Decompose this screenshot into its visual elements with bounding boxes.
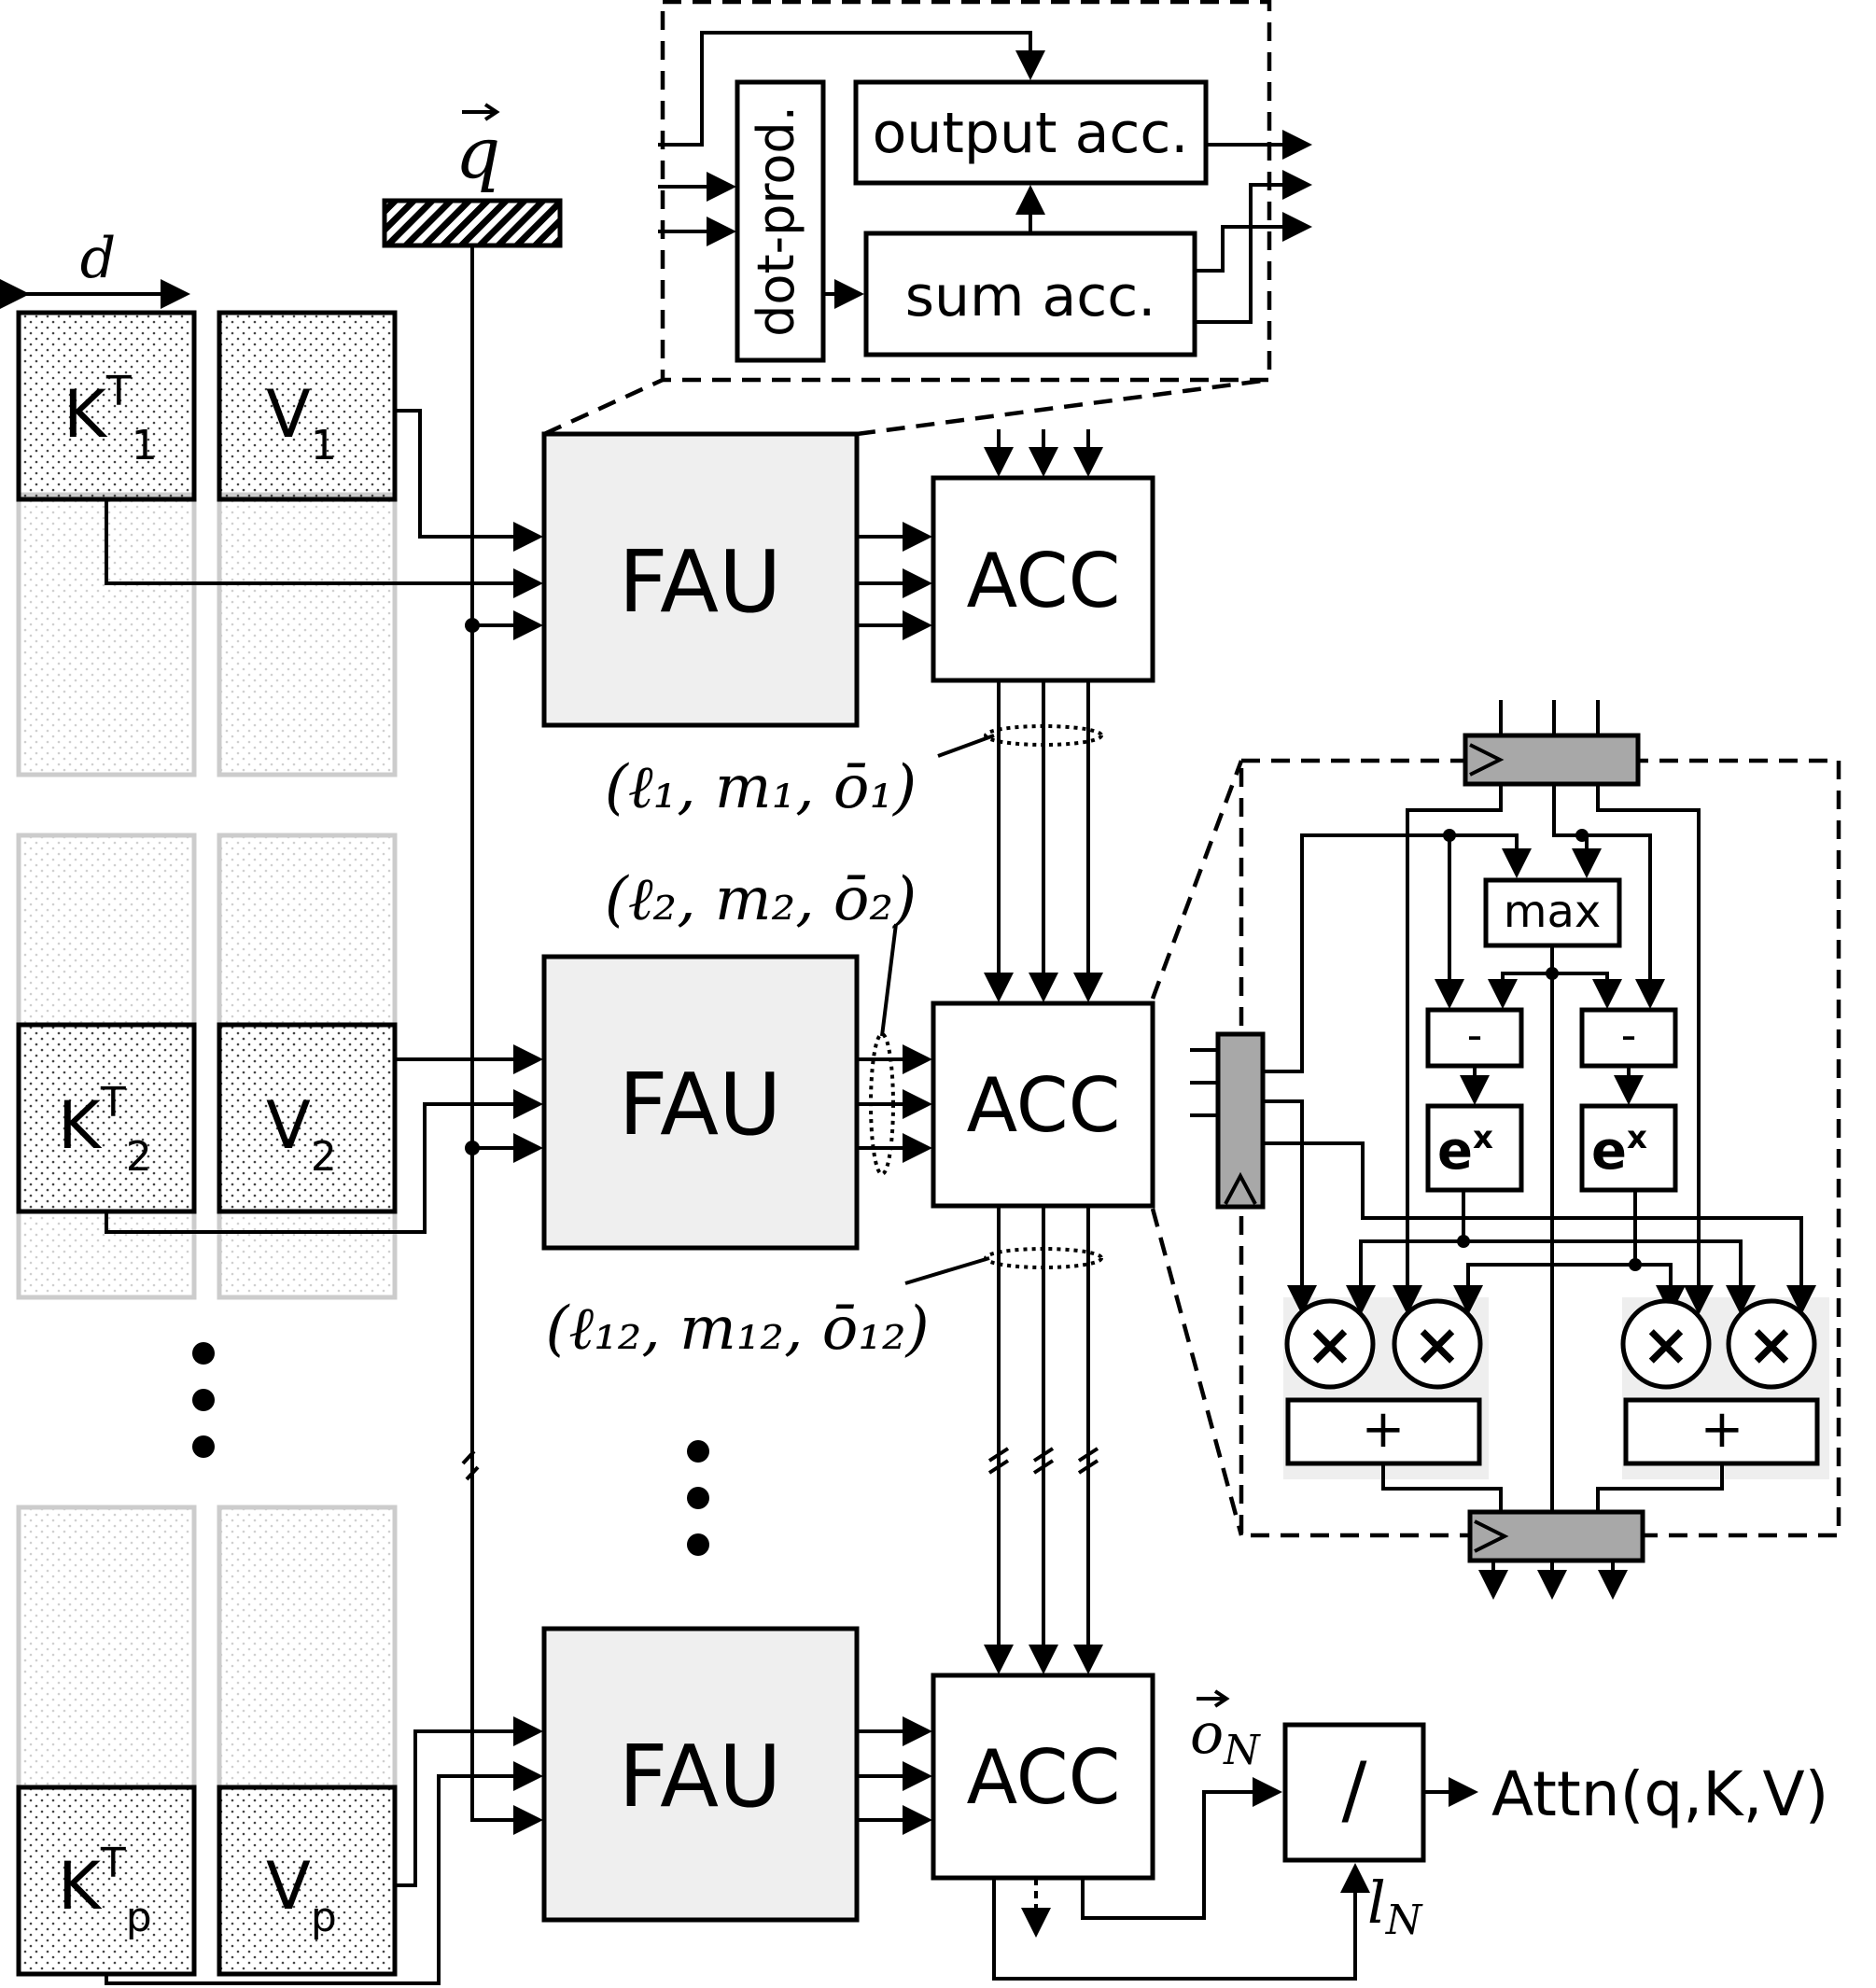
svg-text:max: max — [1504, 886, 1602, 938]
svg-text:+: + — [1362, 1399, 1406, 1460]
svg-text:×: × — [1642, 1310, 1690, 1379]
svg-text:ex: ex — [1437, 1119, 1493, 1182]
svg-text:(ℓ₁, m₁, ō₁): (ℓ₁, m₁, ō₁) — [605, 753, 917, 822]
svg-text:/: / — [1342, 1746, 1367, 1833]
svg-text:KT1: KT1 — [63, 368, 158, 469]
svg-text:FAU: FAU — [619, 1055, 782, 1155]
tuple-labels: (ℓ₁, m₁, ō₁) (ℓ₂, m₂, ō₂) (ℓ₁₂, m₁₂, ō₁₂… — [545, 753, 929, 1364]
svg-text:output acc.: output acc. — [873, 101, 1189, 166]
fau-1: FAU — [541, 431, 860, 728]
acc-2: ACC — [931, 1001, 1155, 1209]
svg-text:-: - — [1621, 1010, 1637, 1060]
svg-text:KT2: KT2 — [58, 1079, 152, 1181]
ellipsis-left — [192, 1342, 215, 1458]
svg-text:×: × — [1413, 1310, 1462, 1379]
v-block-2: V2 — [217, 1022, 398, 1214]
svg-text:FAU: FAU — [619, 532, 782, 632]
svg-text:lN: lN — [1367, 1869, 1423, 1944]
fau-2: FAU — [541, 954, 860, 1251]
bus-ellipses — [869, 724, 1103, 1285]
svg-text:ACC: ACC — [966, 1734, 1120, 1821]
acc-1: ACC — [931, 475, 1155, 683]
svg-text:(ℓ₂, m₂, ō₂): (ℓ₂, m₂, ō₂) — [605, 865, 917, 934]
svg-text:+: + — [1701, 1399, 1744, 1460]
ellipsis-middle — [687, 1440, 709, 1556]
query-vector: q — [382, 103, 563, 1773]
fau-detail: dot-prod. output acc. sum acc. — [543, 0, 1312, 437]
svg-text:V2: V2 — [266, 1087, 337, 1181]
svg-text:V1: V1 — [266, 376, 337, 469]
output-stage: / oN lN Attn(q,K,V) — [992, 1689, 1828, 1981]
k-block-p: KTp — [16, 1785, 197, 1977]
svg-text:sum acc.: sum acc. — [905, 264, 1156, 329]
svg-text:Vp: Vp — [266, 1848, 337, 1941]
v-block-p: Vp — [217, 1785, 398, 1977]
wires-row-2 — [105, 680, 1103, 1234]
svg-text:ex: ex — [1591, 1119, 1647, 1182]
svg-text:dot-prod.: dot-prod. — [747, 105, 805, 337]
svg-text:d: d — [80, 226, 116, 291]
acc-detail: max - - ex ex — [1150, 700, 1841, 1600]
svg-text:FAU: FAU — [619, 1727, 782, 1827]
acc-p: ACC — [931, 1673, 1155, 1881]
svg-text:ACC: ACC — [966, 538, 1120, 624]
o-n-label: oN — [1190, 1701, 1261, 1774]
fau-p: FAU — [541, 1626, 860, 1923]
svg-text:Attn(q,K,V): Attn(q,K,V) — [1491, 1758, 1828, 1830]
svg-text:-: - — [1467, 1010, 1483, 1060]
wires-row-p — [105, 1206, 1103, 1985]
svg-text:×: × — [1747, 1310, 1796, 1379]
k-block-2: KT2 — [16, 1022, 197, 1214]
k-block-1: KT1 — [16, 310, 197, 502]
svg-text:×: × — [1306, 1310, 1354, 1379]
dimension-d: d — [0, 226, 190, 309]
v-block-1: V1 — [217, 310, 398, 502]
svg-text:ACC: ACC — [966, 1062, 1120, 1149]
svg-text:q: q — [455, 111, 501, 194]
svg-text:(ℓ₁₂, m₁₂, ō₁₂): (ℓ₁₂, m₁₂, ō₁₂) — [545, 1295, 929, 1364]
svg-text:KTp: KTp — [58, 1840, 152, 1941]
wires-row-1 — [105, 409, 1103, 640]
